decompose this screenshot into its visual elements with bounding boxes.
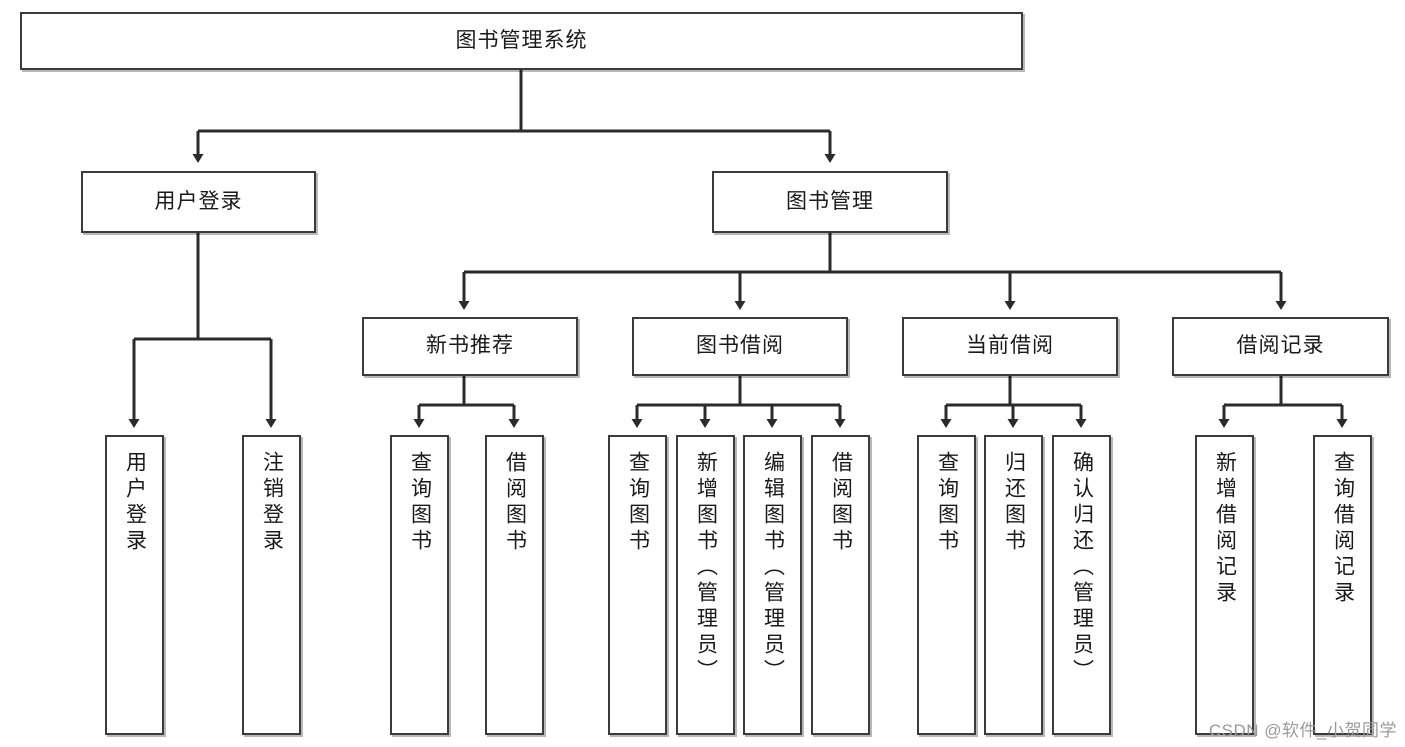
node-label: 新增图书（管理员）: [694, 451, 718, 685]
node-label: 归还图书: [1002, 451, 1026, 555]
node-label: 新书推荐: [426, 334, 514, 358]
node-root[interactable]: 图书管理系统: [20, 12, 1023, 70]
leaf-borrow-record-add[interactable]: 新增借阅记录: [1195, 435, 1254, 735]
node-label: 图书管理: [786, 189, 874, 213]
leaf-current-borrow-return[interactable]: 归还图书: [984, 435, 1043, 735]
node-label: 当前借阅: [966, 334, 1054, 358]
node-label: 借阅图书: [829, 451, 853, 555]
node-label: 查询借阅记录: [1331, 451, 1355, 607]
node-label: 用户登录: [123, 451, 147, 555]
node-label: 查询图书: [408, 451, 432, 555]
leaf-current-borrow-query[interactable]: 查询图书: [917, 435, 976, 735]
node-new-book-recommend[interactable]: 新书推荐: [362, 317, 578, 376]
node-user-login[interactable]: 用户登录: [81, 171, 316, 233]
node-label: 借阅图书: [503, 451, 527, 555]
node-label: 图书借阅: [696, 334, 784, 358]
leaf-new-book-query[interactable]: 查询图书: [390, 435, 449, 735]
node-borrow-record[interactable]: 借阅记录: [1172, 317, 1389, 376]
leaf-user-login-logout[interactable]: 注销登录: [242, 435, 301, 735]
node-label: 注销登录: [260, 451, 284, 555]
node-label: 查询图书: [935, 451, 959, 555]
leaf-borrow-record-query[interactable]: 查询借阅记录: [1313, 435, 1372, 735]
leaf-book-borrow-edit[interactable]: 编辑图书（管理员）: [743, 435, 802, 735]
node-label: 编辑图书（管理员）: [761, 451, 785, 685]
leaf-new-book-borrow[interactable]: 借阅图书: [485, 435, 544, 735]
leaf-book-borrow-query[interactable]: 查询图书: [608, 435, 667, 735]
node-label: 借阅记录: [1236, 334, 1325, 358]
leaf-book-borrow-add[interactable]: 新增图书（管理员）: [676, 435, 735, 735]
node-label: 确认归还（管理员）: [1070, 451, 1094, 685]
leaf-current-borrow-confirm-return[interactable]: 确认归还（管理员）: [1052, 435, 1111, 735]
leaf-user-login-login[interactable]: 用户登录: [105, 435, 164, 735]
node-label: 用户登录: [154, 189, 243, 213]
watermark: CSDN @软件_小贺同学: [1208, 721, 1397, 740]
node-label: 图书管理系统: [455, 28, 588, 52]
node-book-management[interactable]: 图书管理: [712, 171, 948, 233]
node-label: 新增借阅记录: [1213, 451, 1237, 607]
node-label: 查询图书: [626, 451, 650, 555]
node-current-borrow[interactable]: 当前借阅: [902, 317, 1118, 376]
node-book-borrow[interactable]: 图书借阅: [632, 317, 848, 376]
leaf-book-borrow-borrow[interactable]: 借阅图书: [811, 435, 870, 735]
